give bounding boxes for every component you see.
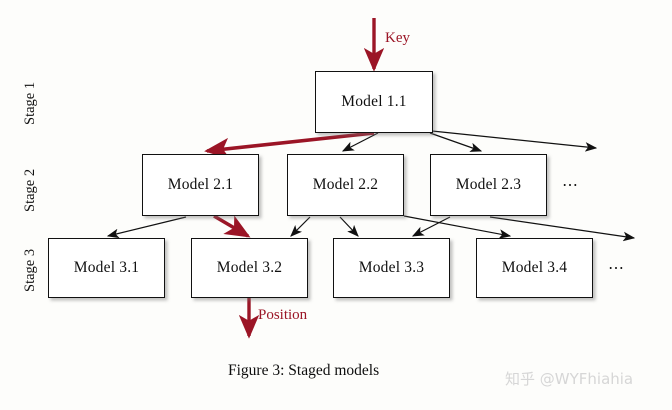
arrow-model-2-2-to-model-3-2 [290,216,311,237]
node-model-1-1[interactable]: Model 1.1 [315,71,433,133]
stage-label-3: Stage 3 [22,248,38,292]
arrow-model-2-1-to-model-3-1 [106,216,187,239]
arrow-model-2-3-to-model-3-3 [411,216,451,237]
annotation-key-label: Key [385,30,410,46]
arrow-model-2-3-to-more [489,216,636,242]
annotation-position-label: Position [258,307,308,323]
watermark: 知乎 @WYFhiahia [505,370,634,388]
arrow-model-2-1-to-model-3-2-highlight [213,214,251,238]
node-model-2-3[interactable]: Model 2.3 [430,154,547,216]
arrow-model-2-2-to-model-3-4 [403,215,512,239]
stage-label-2: Stage 2 [22,168,38,212]
ellipsis-stage-3: ⋯ [608,260,626,277]
arrow-model-1-1-to-model-2-3 [429,132,483,152]
figure-caption: Figure 3: Staged models [228,362,380,379]
node-model-3-1[interactable]: Model 3.1 [48,238,165,298]
arrow-model-2-2-to-model-3-3 [339,216,359,237]
ellipsis-stage-2: ⋯ [562,177,580,194]
node-model-3-4[interactable]: Model 3.4 [476,238,593,298]
arrow-model-1-1-to-more [431,130,598,152]
stage-label-1: Stage 1 [22,81,38,125]
node-model-3-3[interactable]: Model 3.3 [333,238,450,298]
arrow-model-1-1-to-model-2-2 [341,132,379,152]
node-model-2-1[interactable]: Model 2.1 [142,154,259,216]
node-model-3-2[interactable]: Model 3.2 [191,238,308,298]
node-model-2-2[interactable]: Model 2.2 [287,154,404,216]
arrow-model-1-1-to-model-2-1-highlight [204,131,375,160]
